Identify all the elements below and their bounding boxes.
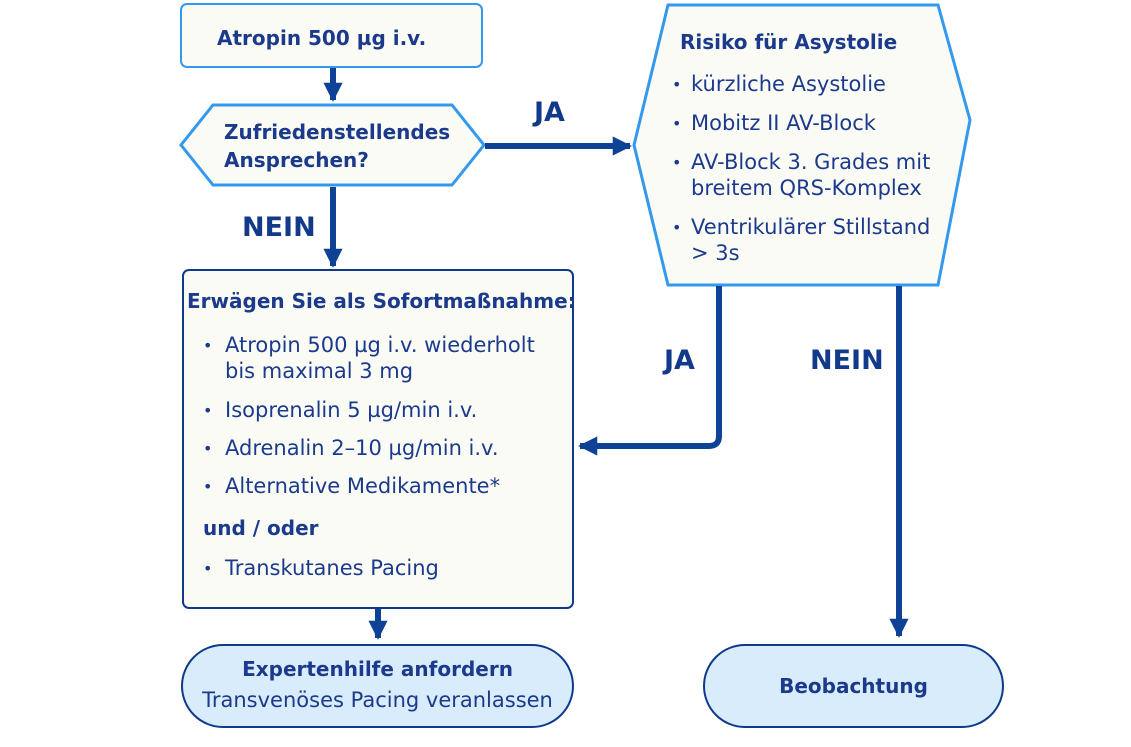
risk-item-2: Mobitz II AV-Block <box>691 110 876 136</box>
action-extra-item: Transkutanes Pacing <box>225 556 439 580</box>
risk-item-3-line2: breitem QRS-Komplex <box>691 176 922 200</box>
action-bullet-2: • <box>203 401 213 420</box>
action-item-4: Alternative Medikamente* <box>225 473 500 499</box>
expert-terminal-shape <box>181 644 574 728</box>
action-item-1: Atropin 500 µg i.v. wiederholt bis maxim… <box>225 332 535 384</box>
action-item-1-line2: bis maximal 3 mg <box>225 359 414 383</box>
expert-subtitle: Transvenöses Pacing veranlassen <box>202 688 553 712</box>
action-title: Erwägen Sie als Sofortmaßnahme: <box>187 289 576 313</box>
action-box-shape <box>182 269 574 609</box>
observe-node: Beobachtung <box>704 645 1003 727</box>
action-node: Erwägen Sie als Sofortmaßnahme: • Atropi… <box>183 270 576 608</box>
risk-item-3-line1: AV-Block 3. Grades mit <box>691 150 931 174</box>
decision-text-line2: Ansprechen? <box>224 148 369 172</box>
action-connector-text: und / oder <box>203 516 319 540</box>
start-node-text: Atropin 500 µg i.v. <box>217 26 427 50</box>
risk-item-3: AV-Block 3. Grades mit breitem QRS-Kompl… <box>691 149 930 201</box>
risk-title: Risiko für Asystolie <box>680 30 898 54</box>
label-nein-right: NEIN <box>810 345 884 376</box>
observe-text: Beobachtung <box>779 674 928 698</box>
action-item-2: Isoprenalin 5 µg/min i.v. <box>225 397 477 423</box>
risk-bullet-1: • <box>672 75 682 94</box>
risk-item-2-line1: Mobitz II AV-Block <box>691 111 876 135</box>
action-item-2-line1: Isoprenalin 5 µg/min i.v. <box>225 398 478 422</box>
action-item-3: Adrenalin 2–10 µg/min i.v. <box>225 435 499 461</box>
start-box-shape <box>180 3 483 68</box>
expert-title: Expertenhilfe anfordern <box>242 657 513 681</box>
action-bullet-4: • <box>203 477 213 496</box>
action-bullet-5: • <box>203 559 213 578</box>
decision-box-shape <box>179 103 486 187</box>
risk-box-shape <box>632 3 972 287</box>
risk-bullet-4: • <box>672 218 682 237</box>
arrow-risk-to-action <box>578 286 722 456</box>
risk-item-4: Ventrikulärer Stillstand > 3s <box>691 214 930 266</box>
decision-node: Zufriedenstellendes Ansprechen? <box>181 105 484 185</box>
risk-node: Risiko für Asystolie • kürzliche Asystol… <box>634 5 970 285</box>
action-item-1-line1: Atropin 500 µg i.v. wiederholt <box>225 333 535 357</box>
observe-terminal-shape <box>703 644 1004 728</box>
action-item-4-line1: Alternative Medikamente* <box>225 474 501 498</box>
risk-item-1-line1: kürzliche Asystolie <box>691 72 886 96</box>
action-item-3-line1: Adrenalin 2–10 µg/min i.v. <box>225 436 499 460</box>
action-bullet-1: • <box>203 336 213 355</box>
label-ja-mid: JA <box>664 345 695 376</box>
decision-text-line1: Zufriedenstellendes <box>224 120 451 144</box>
expert-node: Expertenhilfe anfordern Transvenöses Pac… <box>182 645 573 727</box>
risk-item-4-line1: Ventrikulärer Stillstand <box>691 215 931 239</box>
risk-bullet-3: • <box>672 153 682 172</box>
label-nein-left: NEIN <box>242 212 316 243</box>
risk-item-1: kürzliche Asystolie <box>691 71 886 97</box>
label-ja-top: JA <box>534 97 565 128</box>
start-node: Atropin 500 µg i.v. <box>181 4 482 67</box>
action-bullet-3: • <box>203 439 213 458</box>
risk-bullet-2: • <box>672 114 682 133</box>
risk-item-4-line2: > 3s <box>691 241 740 265</box>
